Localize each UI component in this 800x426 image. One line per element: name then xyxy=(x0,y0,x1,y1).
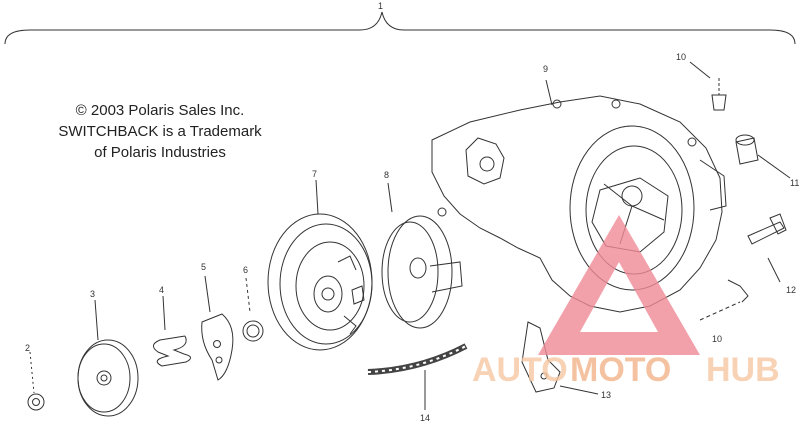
callout-9: 9 xyxy=(543,64,548,74)
callout-7: 7 xyxy=(312,169,317,179)
callout-3: 3 xyxy=(90,289,95,299)
watermark-logo: AUTO MOTO HUB xyxy=(472,215,780,389)
copyright-notice: © 2003 Polaris Sales Inc. SWITCHBACK is … xyxy=(50,100,270,163)
watermark-text-auto: AUTO xyxy=(472,351,568,389)
callout-5: 5 xyxy=(201,262,206,272)
part-3-pulley xyxy=(77,299,139,417)
callout-10-lower: 10 xyxy=(712,334,722,344)
trademark-line-2: of Polaris Industries xyxy=(94,144,226,161)
part-14-starter-rope xyxy=(367,343,468,410)
watermark-triangle xyxy=(538,215,700,355)
part-5-pawl xyxy=(201,275,234,381)
part-12-bolt xyxy=(747,213,787,283)
part-13-bracket xyxy=(521,321,599,395)
callout-6: 6 xyxy=(243,265,248,275)
watermark-text-moto: MOTO xyxy=(570,351,671,389)
callout-14: 14 xyxy=(420,413,430,423)
part-2-nut xyxy=(27,351,45,411)
callout-8: 8 xyxy=(384,170,389,180)
callout-1: 1 xyxy=(378,1,383,11)
callout-12: 12 xyxy=(786,285,796,295)
assembly-brace xyxy=(4,11,796,45)
callout-4: 4 xyxy=(159,285,164,295)
part-4-spring-clip xyxy=(153,295,191,367)
copyright-line: © 2003 Polaris Sales Inc. xyxy=(75,102,245,119)
part-10-lower-screw xyxy=(699,279,749,321)
part-6-coil-spring xyxy=(242,277,264,342)
part-8-drive-hub xyxy=(381,182,463,329)
callout-11: 11 xyxy=(790,178,799,188)
part-11-bushing xyxy=(735,134,791,179)
part-7-rope-reel xyxy=(267,179,373,351)
callout-13: 13 xyxy=(601,390,611,400)
callout-2: 2 xyxy=(25,343,30,353)
trademark-line-1: SWITCHBACK is a Trademark xyxy=(58,123,262,140)
callout-10-upper: 10 xyxy=(676,52,686,62)
part-9-starter-housing xyxy=(431,79,727,313)
watermark-text-hub: HUB xyxy=(706,351,780,389)
part-10-upper-screw xyxy=(689,61,727,111)
